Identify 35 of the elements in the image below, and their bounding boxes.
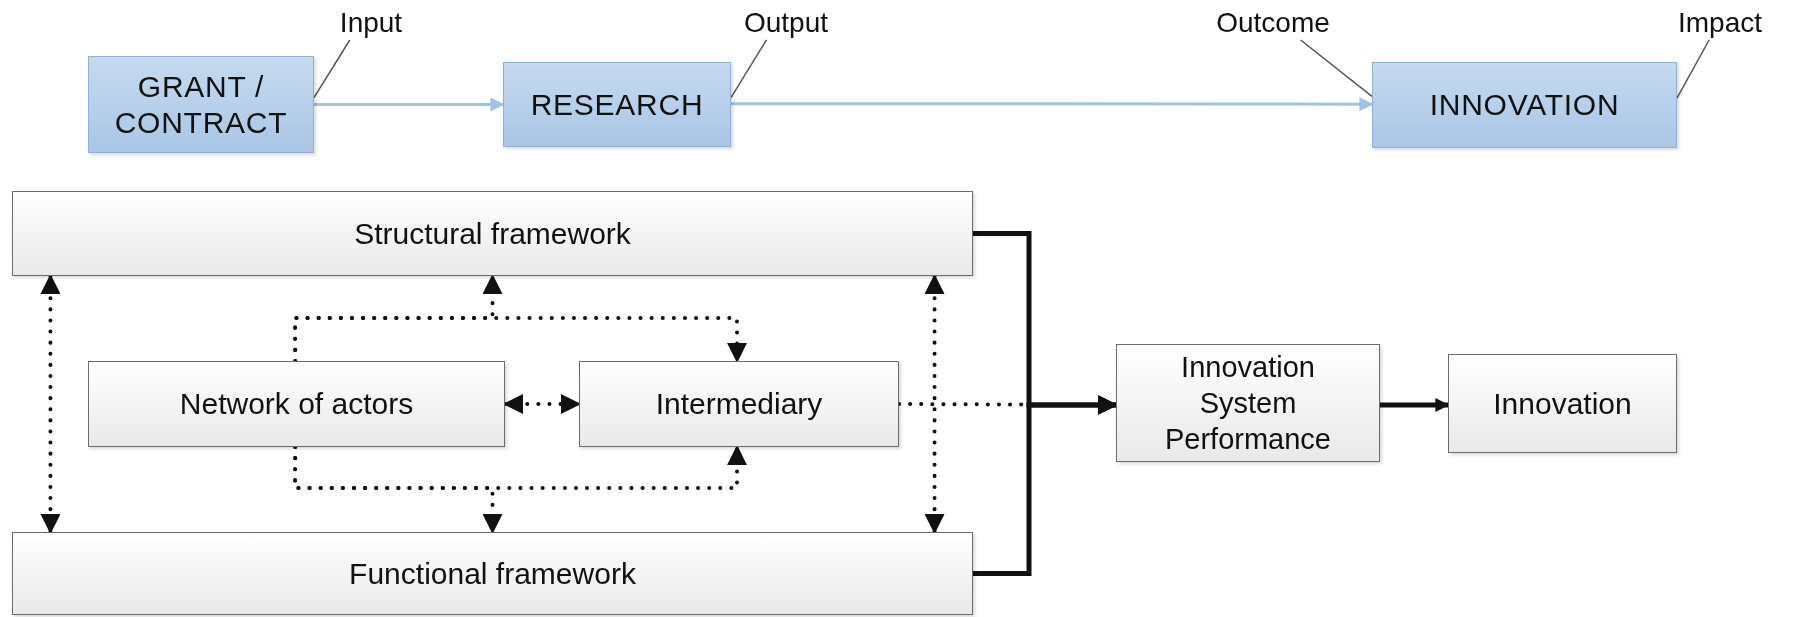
leader-line [1299,39,1373,98]
process-box [12,532,973,615]
stage-box [1372,62,1677,148]
node-text: Structural framework [353,215,632,252]
arrow [503,394,581,414]
node-text: Functional framework [348,555,637,592]
leader-line [730,39,768,99]
process-box [1448,354,1677,453]
arrow [973,398,1118,576]
arrow [314,97,505,112]
node-text: Network of actors [178,386,415,422]
arrow [731,97,1374,112]
node-text: Outcome [1215,6,1331,40]
arrow [293,445,503,534]
leader-line [313,39,351,99]
process-box [1116,344,1380,462]
node-text: Output [742,6,830,40]
node-text: Innovation [1492,385,1633,422]
arrow [40,274,61,534]
process-box [12,191,973,276]
arrow [1380,398,1450,412]
node-text: Input [338,6,404,40]
process-box [88,361,505,447]
process-box [579,361,899,447]
node-text: Impact [1677,6,1763,40]
node-text: RESEARCH [529,86,705,123]
stage-box [88,56,314,153]
node-text: INNOVATION [1428,87,1621,123]
node-text: GRANT / CONTRACT [113,68,289,141]
leader-line [1676,39,1710,99]
stage-box [503,62,731,147]
arrow [924,274,945,534]
node-text: Intermediary [654,386,824,422]
node-text: Innovation System Performance [1164,349,1332,458]
arrow [293,274,503,363]
